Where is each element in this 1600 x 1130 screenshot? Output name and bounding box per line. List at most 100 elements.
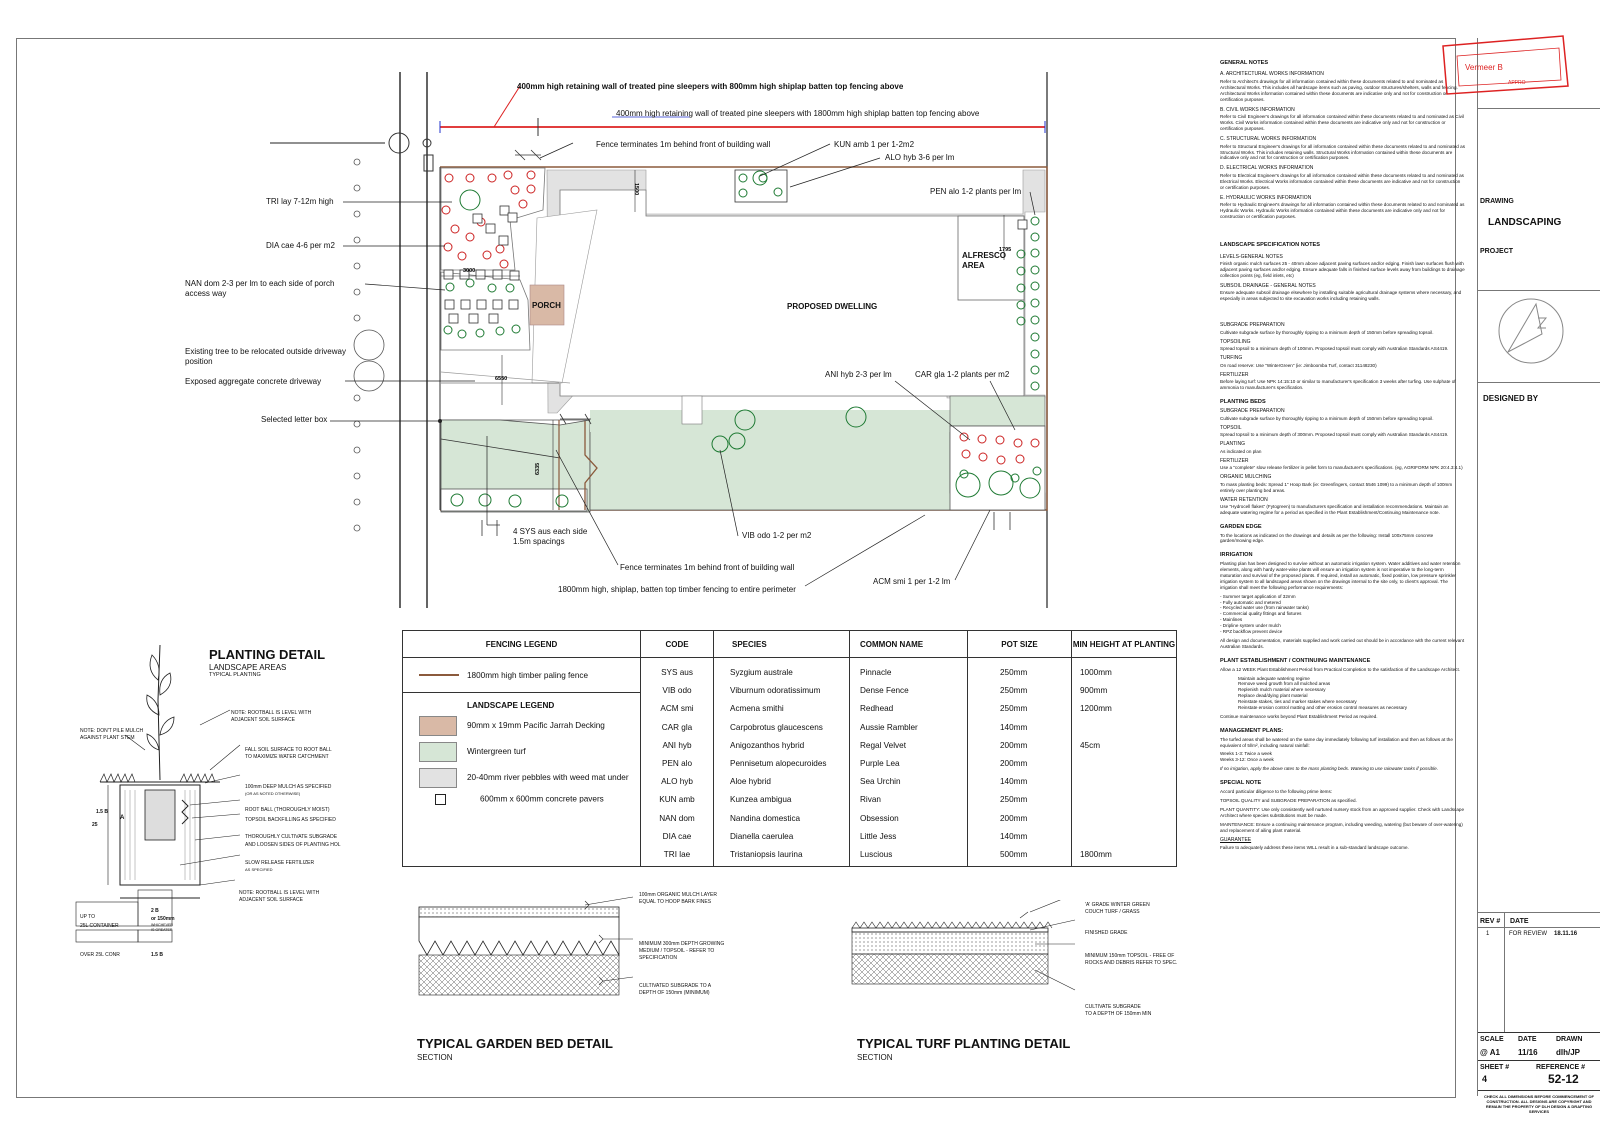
fencing-legend-title: FENCING LEGEND (402, 630, 641, 658)
sys-label-1: 4 SYS aus each side (513, 527, 588, 536)
pd-note-11: AND LOOSEN SIDES OF PLANTING HOL (245, 842, 341, 848)
fencing-legend-item: 1800mm high timber paling fence (419, 666, 630, 684)
turf-note-6: TO A DEPTH OF 150mm MIN (1085, 1011, 1152, 1017)
planting-beds-title: PLANTING BEDS (1220, 399, 1266, 406)
cell-code: SYS aus (661, 668, 693, 677)
cell-code: DIA cae (662, 831, 692, 841)
cell-min-height (1080, 810, 1176, 828)
pd-dim-3: 2 B (151, 908, 159, 914)
general-note-text: Refer to Structural Engineer's drawings … (1220, 143, 1465, 161)
list-item: Weeks 1-3: Twice a week (1220, 751, 1272, 757)
drawing-sheet-border (16, 38, 1456, 1098)
vib-label: VIB odo 1-2 per m2 (742, 531, 812, 540)
tri-label: TRI lay 7-12m high (266, 197, 334, 206)
sheet-number: 4 (1482, 1074, 1488, 1084)
list-item: Maintain adequate watering regime (1238, 675, 1310, 681)
tree-label-1: Existing tree to be relocated outside dr… (185, 347, 346, 356)
irrigation-list: - Summer target application of 32mm- Ful… (1220, 594, 1465, 636)
pd-dim-9: OVER 25L CONR (80, 952, 120, 958)
dim-6335: 6335 (535, 463, 541, 475)
pavers-label: 600mm x 600mm concrete pavers (480, 794, 604, 804)
list-item: Replenish mulch material where necessary (1238, 687, 1326, 693)
irrigation-text: Planting plan has been designed to survi… (1220, 560, 1461, 590)
pd-note-2: NOTE: DON'T PILE MULCH (80, 728, 144, 734)
general-note-text: Refer to Civil Engineer's drawings for a… (1220, 114, 1464, 132)
beds-mulch-text: To mass planting beds: Spread 1" Hoop Ba… (1220, 481, 1453, 493)
dim-1795: 1795 (999, 247, 1011, 253)
gb-note-3: MEDIUM / TOPSOIL - REFER TO (639, 948, 715, 954)
acm-label: ACM smi 1 per 1-2 lm (873, 577, 951, 586)
letterbox-label: Selected letter box (261, 415, 328, 424)
cell-common-name: Dense Fence (860, 686, 909, 696)
fertilizer-text: Before laying turf: Use NPK 14:15:10 or … (1220, 379, 1456, 391)
cell-pot-size: 200mm (1000, 740, 1028, 750)
title-block: Vermeer B APPRO DRAWING LANDSCAPING PROJ… (1442, 35, 1600, 1114)
cell-species: Syzgium australe (730, 668, 793, 677)
pd-dim-5: WHICHEVER (151, 923, 173, 927)
pd-dim-6: IS GREATER (151, 928, 173, 932)
gb-note-4: SPECIFICATION (639, 955, 677, 961)
header-species: SPECIES (713, 630, 850, 658)
irrigation-text-2: All design and documentation, materials … (1220, 638, 1465, 650)
beds-planting-text: As indicated on plan (1220, 448, 1262, 454)
pd-dim-1: 25 (92, 822, 98, 828)
cell-code: VIB odo (662, 686, 692, 696)
legend-decking: 90mm x 19mm Pacific Jarrah Decking (419, 716, 630, 736)
beds-water-text: Use "Hydrocell flakes" (Fytogreen) to ma… (1220, 504, 1449, 516)
general-notes: A. ARCHITECTURAL WORKS INFORMATION Refer … (1220, 71, 1465, 220)
cell-min-height (1080, 828, 1176, 846)
nan-label-1: NAN dom 2-3 per lm to each side of porch (185, 279, 335, 288)
alo-label: ALO hyb 3-6 per lm (885, 153, 955, 162)
sheet-date: 11/16 (1518, 1048, 1538, 1057)
turf-note-4: ROCKS AND DEBRIS REFER TO SPEC. (1085, 960, 1178, 966)
gb-note-6: DEPTH OF 150mm (MINIMUM) (639, 990, 710, 996)
stamp-text-2: APPRO (1508, 80, 1526, 86)
beds-subgrade-heading: SUBGRADE PREPARATION (1220, 408, 1285, 415)
list-item: - Recycled water use (from rainwater tan… (1220, 605, 1309, 611)
beds-fert-heading: FERTILIZER (1220, 457, 1249, 464)
spec-note-text: Ensure adequate subsoil drainage elsewhe… (1220, 290, 1462, 302)
nan-label-2: access way (185, 289, 227, 298)
drawing-label: DRAWING (1480, 198, 1514, 205)
general-note-heading: D. ELECTRICAL WORKS INFORMATION (1220, 165, 1314, 172)
decking-label: 90mm x 19mm Pacific Jarrah Decking (467, 721, 605, 731)
turf-section (851, 900, 1076, 991)
general-note-heading: B. CIVIL WORKS INFORMATION (1220, 106, 1295, 113)
list-item: - RPZ backflow prevent device (1220, 629, 1283, 635)
cell-min-height (1080, 719, 1176, 737)
fence-terminates-bottom-label: Fence terminates 1m behind front of buil… (620, 563, 795, 572)
turf-note-0: 'A' GRADE WINTER GREEN (1085, 902, 1150, 908)
alfresco-label-1: ALFRESCO (962, 251, 1006, 260)
pebbles-label: 20-40mm river pebbles with weed mat unde… (467, 773, 629, 783)
reference-label: REFERENCE # (1536, 1064, 1586, 1071)
dim-6550: 6550 (495, 376, 507, 382)
pd-note-12: SLOW RELEASE FERTILIZER (245, 860, 315, 866)
cell-species: Tristaniopsis laurina (730, 849, 803, 859)
special-note-2: PLANT QUANTITY: Use only consistently we… (1220, 806, 1465, 818)
guarantee-text: Failure to adequately address these item… (1220, 844, 1409, 850)
dim-3000: 3000 (463, 268, 475, 274)
pd-note-15: ADJACENT SOIL SURFACE (239, 897, 303, 903)
landscape-legend-title: LANDSCAPE LEGEND (467, 701, 555, 710)
cell-min-height (1080, 773, 1176, 791)
ani-label: ANI hyb 2-3 per lm (825, 370, 892, 379)
beds-topsoil-heading: TOPSOIL (1220, 424, 1242, 431)
cell-common-name: Rivan (860, 795, 881, 805)
subgrade-text: Cultivate subgrade surface by thoroughly… (1220, 329, 1434, 335)
pd-dim-8: 25L CONTAINER (80, 923, 119, 929)
general-note-heading: A. ARCHITECTURAL WORKS INFORMATION (1220, 71, 1324, 78)
rev-date-label: DATE (1510, 918, 1529, 925)
beds-subgrade-text: Cultivate subgrade surface by thoroughly… (1220, 415, 1434, 421)
cell-code: ACM smi (660, 704, 694, 714)
legend-pebbles: 20-40mm river pebbles with weed mat unde… (419, 768, 630, 788)
pd-note-0: NOTE: ROOTBALL IS LEVEL WITH (231, 710, 312, 716)
project-label: PROJECT (1480, 248, 1514, 255)
list-item: - Mainlines (1220, 617, 1243, 623)
garden-bed-section-label: SECTION (417, 1053, 453, 1062)
gb-note-0: 100mm ORGANIC MULCH LAYER (639, 892, 717, 898)
